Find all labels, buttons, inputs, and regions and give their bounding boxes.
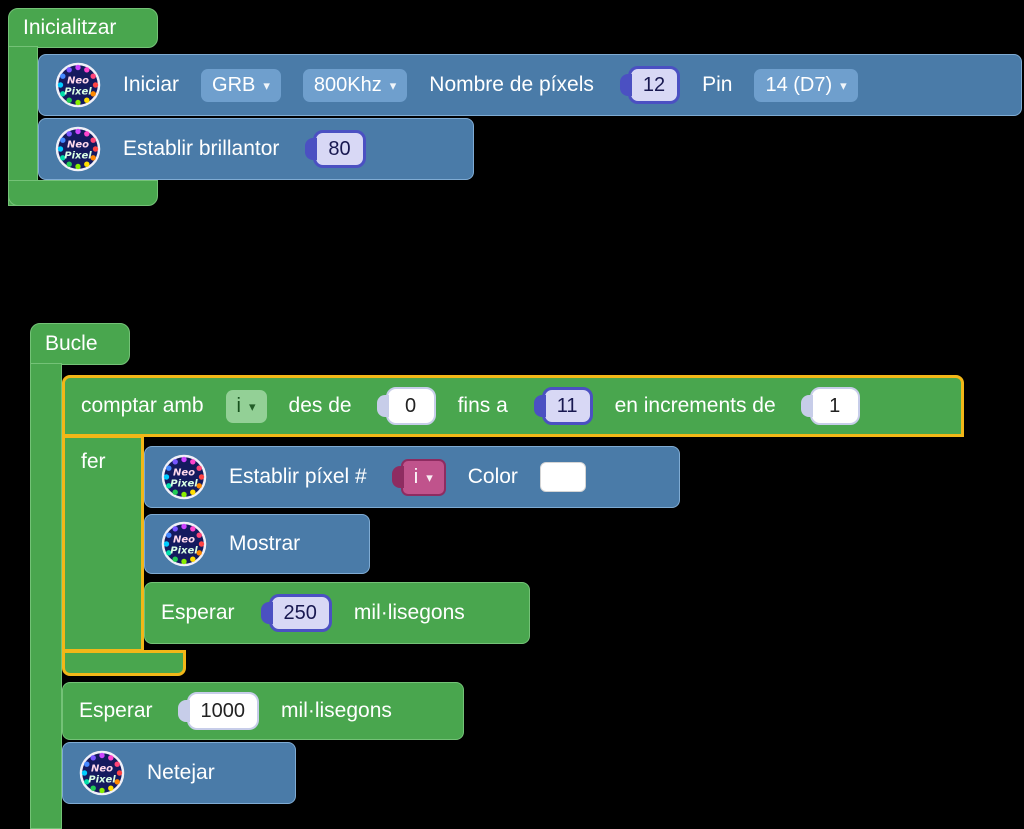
show-block[interactable]: Mostrar [144, 514, 370, 574]
loop-variable-value: i [236, 394, 241, 417]
pin-value: 14 (D7) [765, 73, 833, 96]
brightness-input[interactable]: 80 [313, 130, 366, 168]
color-order-value: GRB [212, 73, 256, 96]
init-block-header[interactable]: Inicialitzar [8, 8, 158, 48]
brightness-label: Establir brillantor [123, 137, 280, 160]
caret-down-icon: ▾ [263, 77, 270, 93]
pixel-color-label: Color [467, 465, 518, 488]
wait-outer-input[interactable]: 1000 [186, 692, 260, 730]
loop-block-header[interactable]: Bucle [30, 323, 130, 365]
caret-down-icon: ▾ [840, 77, 847, 93]
for-from-input[interactable]: 0 [385, 387, 436, 425]
for-to-input[interactable]: 11 [541, 387, 593, 425]
loop-block-spine [30, 363, 62, 829]
neopixel-icon [161, 454, 207, 500]
color-order-dropdown[interactable]: GRB ▾ [201, 68, 281, 102]
loop-block-label: Bucle [45, 332, 98, 355]
wait-inner-block[interactable]: Esperar 250 mil·lisegons [144, 582, 530, 644]
set-brightness-block[interactable]: Establir brillantor 80 [38, 118, 474, 180]
for-loop-bottom [62, 650, 186, 676]
pixel-index-variable-chip[interactable]: i ▾ [400, 458, 446, 496]
for-count-label: comptar amb [81, 394, 204, 417]
set-pixel-label: Establir píxel # [229, 465, 367, 488]
pixel-count-label: Nombre de píxels [429, 73, 594, 96]
frequency-dropdown[interactable]: 800Khz ▾ [302, 68, 408, 102]
wait-outer-label: Esperar [79, 699, 153, 722]
neopixel-icon [55, 126, 101, 172]
for-to-label: fins a [457, 394, 508, 417]
neopixel-icon [161, 521, 207, 567]
wait-outer-block[interactable]: Esperar 1000 mil·lisegons [62, 682, 464, 740]
neopixel-icon [55, 62, 101, 108]
for-do-label: fer [81, 450, 106, 473]
clear-block[interactable]: Netejar [62, 742, 296, 804]
caret-down-icon: ▾ [389, 77, 397, 93]
init-block-label: Inicialitzar [23, 16, 117, 39]
for-by-input[interactable]: 1 [809, 387, 860, 425]
for-from-label: des de [288, 394, 352, 417]
wait-outer-unit: mil·lisegons [281, 699, 392, 722]
wait-inner-label: Esperar [161, 601, 235, 624]
init-start-label: Iniciar [123, 73, 180, 96]
pixel-count-input[interactable]: 12 [627, 66, 681, 104]
wait-inner-unit: mil·lisegons [353, 601, 465, 624]
init-block-spine [8, 46, 38, 206]
color-swatch[interactable] [539, 462, 586, 492]
neopixel-init-block[interactable]: Iniciar GRB ▾ 800Khz ▾ Nombre de píxels … [38, 54, 1022, 116]
pin-dropdown[interactable]: 14 (D7) ▾ [754, 68, 858, 102]
init-block-bottom [8, 180, 158, 206]
wait-inner-input[interactable]: 250 [268, 594, 332, 632]
pixel-index-value: i [413, 465, 419, 488]
set-pixel-block[interactable]: Establir píxel # i ▾ Color [144, 446, 680, 508]
neopixel-icon [79, 750, 125, 796]
frequency-value: 800Khz [313, 73, 382, 96]
loop-variable-dropdown[interactable]: i ▾ [225, 389, 267, 423]
clear-label: Netejar [147, 761, 215, 784]
for-by-label: en increments de [614, 394, 776, 417]
caret-down-icon: ▾ [249, 398, 256, 414]
caret-down-icon: ▾ [426, 469, 433, 485]
show-label: Mostrar [229, 532, 301, 555]
for-loop-do-column: fer [62, 435, 144, 652]
pin-label: Pin [702, 73, 733, 96]
for-loop-block[interactable]: comptar amb i ▾ des de 0 fins a 11 en in… [62, 375, 964, 437]
